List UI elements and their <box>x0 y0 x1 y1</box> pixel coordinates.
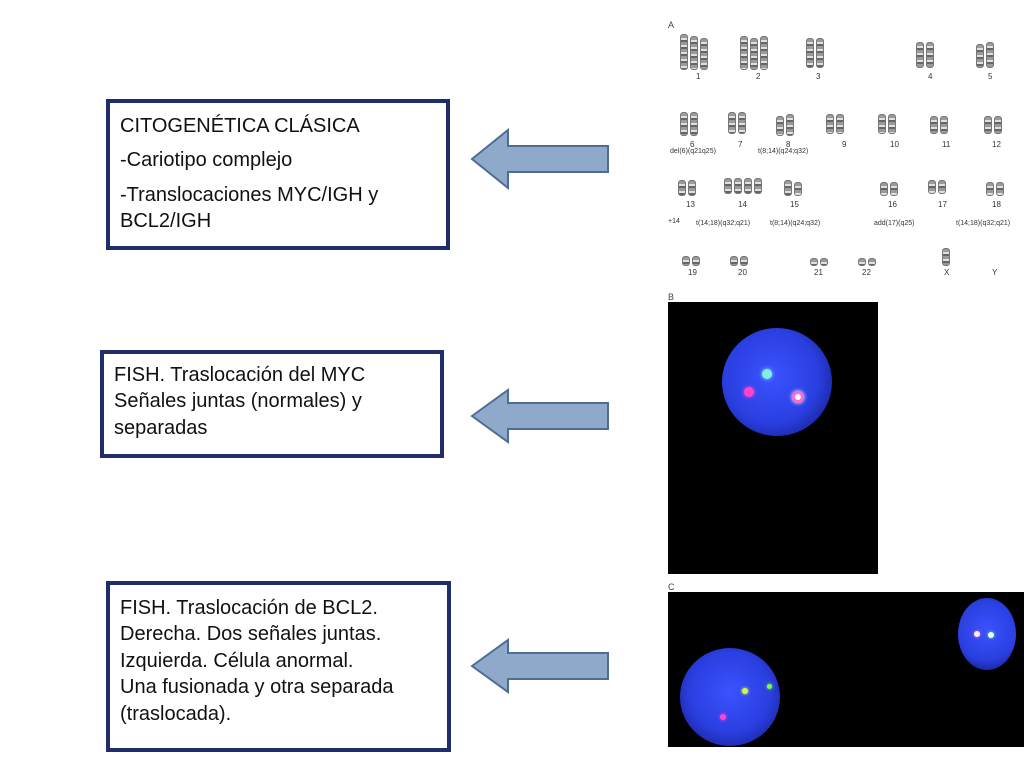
chromosome-label: 17 <box>938 200 947 209</box>
box2-line-2: Señales juntas (normales) y <box>114 390 362 413</box>
karyotype-annotation: t(8;14)(q24;q32) <box>770 220 821 227</box>
chromosome-label: 16 <box>888 200 897 209</box>
fusion-signal <box>988 632 994 638</box>
chromosome-pair <box>858 258 876 266</box>
cell-nucleus <box>722 328 832 436</box>
chromosome-label: 2 <box>756 72 761 81</box>
chromosome-label: 4 <box>928 72 933 81</box>
box2-line-1: FISH. Traslocación del MYC <box>114 364 366 386</box>
karyotype-image: A 1 2 3 4 5 6 7 8 9 10 11 12 del(6)(q21q… <box>666 20 1024 292</box>
chromosome-label: 20 <box>738 268 747 277</box>
chromosome-label: 7 <box>738 140 743 149</box>
chromosome-pair <box>680 34 708 70</box>
chromosome-label: 5 <box>988 72 993 81</box>
box1-line-4: BCL2/IGH <box>120 210 212 233</box>
karyotype-annotation: del(6)(q21q25) <box>670 148 716 155</box>
fish-myc-image <box>668 302 878 574</box>
fusion-signal-core <box>795 394 801 400</box>
red-signal <box>744 387 754 397</box>
chromosome-label: 12 <box>992 140 1001 149</box>
abnormal-cell-nucleus <box>680 648 780 746</box>
chromosome-pair <box>880 182 898 196</box>
chromosome-pair <box>986 182 1004 196</box>
chromosome-pair <box>724 178 762 194</box>
panel-label-a: A <box>668 20 675 30</box>
chromosome-pair <box>680 112 698 136</box>
green-signal <box>762 369 772 379</box>
chromosome-pair <box>776 114 794 136</box>
chromosome-pair <box>730 256 748 266</box>
left-arrow-icon <box>470 388 609 444</box>
chromosome-label: 11 <box>942 140 951 149</box>
chromosome-label: X <box>944 268 950 277</box>
chromosome-label: Y <box>992 268 998 277</box>
box3-line-1: FISH. Traslocación de BCL2. <box>120 597 378 619</box>
box2-line-3: separadas <box>114 416 208 439</box>
box3-line-2: Derecha. Dos señales juntas. <box>120 623 382 646</box>
fusion-signal <box>974 631 980 637</box>
chromosome-pair <box>984 116 1002 134</box>
chromosome-pair <box>976 42 994 68</box>
panel-label-c: C <box>668 582 675 592</box>
chromosome-label: 8 <box>786 140 791 149</box>
chromosome-pair <box>878 114 896 134</box>
chromosome-label: 22 <box>862 268 871 277</box>
chromosome-label: 1 <box>696 72 701 81</box>
fish-bcl2-box: FISH. Traslocación de BCL2. Derecha. Dos… <box>106 581 451 752</box>
chromosome-pair <box>784 180 802 196</box>
chromosome-pair <box>826 114 844 134</box>
green-signal <box>767 684 772 689</box>
box3-line-5: (traslocada). <box>120 702 232 725</box>
chromosome-pair <box>930 116 948 134</box>
chromosome-pair <box>806 38 824 68</box>
chromosome-pair <box>810 258 828 266</box>
karyotype-annotation: +14 <box>668 218 680 225</box>
chromosome-pair <box>916 42 934 68</box>
chromosome-label: 10 <box>890 140 899 149</box>
classic-cytogenetics-box: CITOGENÉTICA CLÁSICA -Cariotipo complejo… <box>106 99 450 250</box>
chromosome-label: 9 <box>842 140 847 149</box>
red-signal <box>720 714 726 720</box>
fusion-signal <box>742 688 748 694</box>
chromosome-label: 21 <box>814 268 823 277</box>
karyotype-annotation: t(14;18)(q32;q21) <box>956 220 1011 227</box>
fish-bcl2-image <box>668 592 1024 747</box>
fish-myc-box: FISH. Traslocación del MYC Señales junta… <box>100 350 444 458</box>
left-arrow-icon <box>470 128 609 190</box>
chromosome-label: 19 <box>688 268 697 277</box>
box1-line-2: -Cariotipo complejo <box>120 149 293 172</box>
chromosome-pair <box>678 180 696 196</box>
chromosome-label: 13 <box>686 200 695 209</box>
box3-line-3: Izquierda. Célula anormal. <box>120 649 354 672</box>
chromosome-label: 14 <box>738 200 747 209</box>
chromosome-label: 6 <box>690 140 695 149</box>
chromosome-label: 3 <box>816 72 821 81</box>
chromosome-pair <box>728 112 746 134</box>
normal-cell-nucleus <box>958 598 1016 670</box>
chromosome-label: 15 <box>790 200 799 209</box>
chromosome-pair <box>682 256 700 266</box>
chromosome-label: 18 <box>992 200 1001 209</box>
box1-line-1: CITOGENÉTICA CLÁSICA <box>120 115 360 137</box>
panel-label-b: B <box>668 292 675 302</box>
karyotype-annotation: t(14;18)(q32;q21) <box>696 220 751 227</box>
chromosome-pair <box>942 248 950 266</box>
box1-line-3: -Translocaciones MYC/IGH y <box>120 183 379 206</box>
box3-line-4: Una fusionada y otra separada <box>120 676 394 699</box>
left-arrow-icon <box>470 638 609 694</box>
karyotype-annotation: t(8;14)(q24;q32) <box>758 148 809 155</box>
chromosome-pair <box>740 36 768 70</box>
chromosome-pair <box>928 180 946 194</box>
karyotype-annotation: add(17)(q25) <box>874 220 915 227</box>
